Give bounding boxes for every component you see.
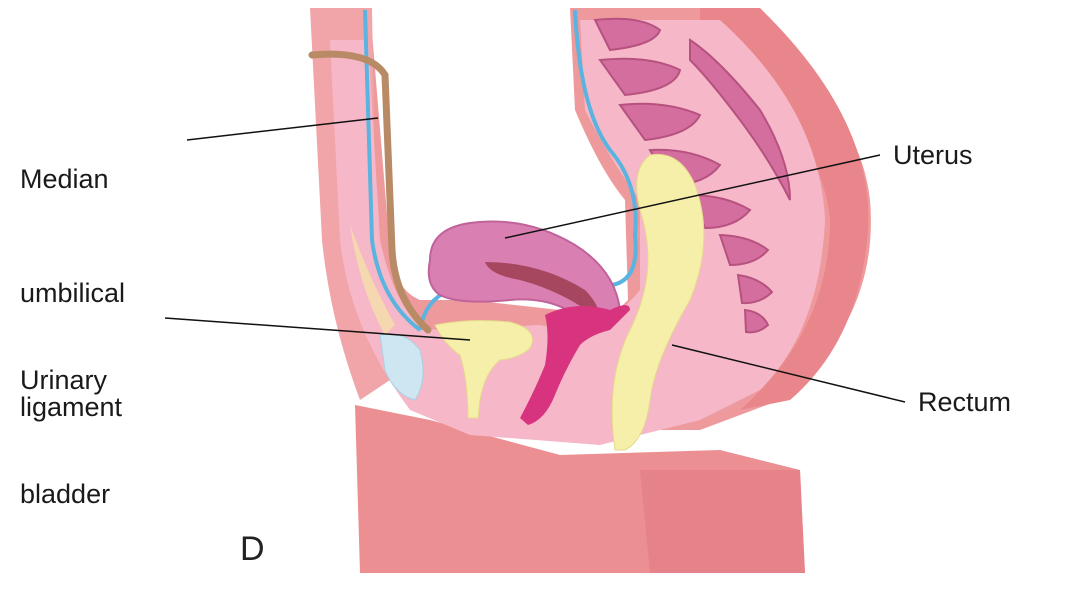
diagram-stage: Median umbilical ligament Urinary bladde… <box>0 0 1078 573</box>
base-shade <box>640 470 805 573</box>
panel-letter: D <box>240 530 265 569</box>
label-uterus: Uterus <box>893 136 973 174</box>
label-rectum: Rectum <box>918 383 1011 421</box>
label-urinary-line-2: bladder <box>20 475 110 513</box>
label-urinary-bladder: Urinary bladder <box>20 285 110 589</box>
anatomy-illustration <box>0 0 1078 573</box>
label-median-line-1: Median <box>20 160 125 198</box>
label-urinary-line-1: Urinary <box>20 361 110 399</box>
